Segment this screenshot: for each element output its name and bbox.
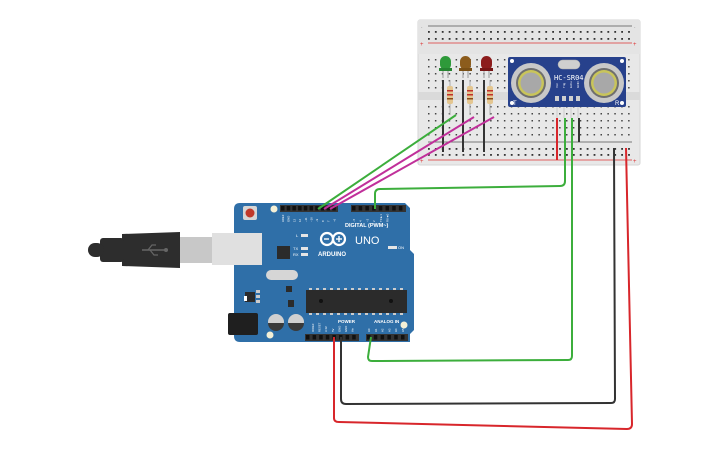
digital-pin-label: 7 — [327, 220, 331, 222]
mounting-hole — [270, 205, 278, 213]
digital-pin-label: AREF — [281, 214, 285, 222]
rail-minus-label: - — [421, 24, 423, 29]
wire-trig[interactable] — [374, 118, 566, 209]
analog-header — [366, 334, 408, 341]
rail-plus-label-bottom-right: + — [633, 159, 637, 165]
digital-pin-label: ~6 — [332, 218, 336, 222]
sensor-pin-trig-label: Trig — [562, 83, 566, 88]
wire-green-led-signal[interactable] — [317, 114, 457, 210]
sensor-t-mark: T — [513, 101, 517, 107]
wire-ground[interactable] — [340, 147, 617, 406]
digital-pin-label: GND — [287, 216, 291, 222]
analog-pin-label: A0 — [367, 328, 371, 332]
rx-led-label: RX — [293, 252, 299, 257]
sensor-pin-trig[interactable] — [562, 96, 566, 101]
wire-red-led-signal[interactable] — [329, 116, 495, 210]
digital-pin-label: 12 — [298, 218, 302, 222]
resistor-3[interactable] — [487, 80, 493, 115]
digital-header-right — [351, 205, 406, 212]
led-red[interactable] — [480, 56, 493, 78]
power-pin-label: IOREF — [311, 323, 315, 332]
rail-plus-label: + — [420, 42, 424, 48]
power-label: POWER — [338, 319, 356, 324]
analog-pin-label: A1 — [374, 328, 378, 332]
analog-pin-label: A3 — [387, 328, 391, 332]
digital-header-left — [280, 205, 338, 212]
digital-pin-label: ~3 — [365, 218, 369, 222]
wire-5v[interactable] — [333, 147, 634, 431]
power-pin-label: RESET — [318, 322, 322, 332]
power-pin-label: 5V — [331, 328, 335, 332]
analog-pin-label: A5 — [401, 328, 405, 332]
led-yellow[interactable] — [459, 56, 472, 78]
digital-pin-label: TX►1 — [379, 214, 383, 222]
usb-plug-metal — [180, 237, 212, 263]
power-pin-label: 3.3V — [324, 326, 328, 332]
rail-minus-label-right: - — [634, 24, 636, 29]
on-led — [388, 246, 397, 249]
on-led-label: ON — [398, 245, 404, 250]
digital-pin-label: 8 — [321, 220, 325, 222]
wire-yellow-led-signal[interactable] — [323, 116, 475, 210]
sensor-pin-gnd[interactable] — [576, 96, 580, 101]
power-pin-label: Vin — [351, 328, 355, 332]
digital-pin-label: ~10 — [310, 217, 314, 222]
rail-plus-label-bottom: + — [420, 159, 424, 165]
rail-plus-label-right: + — [633, 42, 637, 48]
digital-label: DIGITAL (PWM~) — [345, 223, 389, 229]
tx-led — [301, 247, 308, 250]
voltage-regulator — [245, 292, 255, 302]
sensor-pin-echo[interactable] — [569, 96, 573, 101]
atmega-chip — [306, 290, 407, 313]
digital-pin-label: 4 — [359, 220, 363, 222]
mounting-hole — [266, 331, 274, 339]
digital-pin-label: RX◄0 — [386, 213, 390, 222]
power-header — [305, 334, 359, 341]
resistor-1[interactable] — [447, 80, 453, 115]
resistor-2[interactable] — [467, 80, 473, 115]
power-pin-label: GND — [344, 326, 348, 332]
sensor-name: HC-SR04 — [554, 74, 584, 82]
arduino-brand: ARDUINO — [318, 252, 346, 258]
analog-label: ANALOG IN — [374, 319, 399, 324]
arduino-model: UNO — [355, 235, 380, 247]
led-green[interactable] — [439, 56, 452, 78]
digital-pin-label: 13 — [292, 218, 296, 222]
crystal-oscillator — [266, 270, 298, 280]
usb-b-port — [212, 233, 262, 265]
sensor-pin-gnd-label: GND — [576, 81, 580, 89]
usb-icon — [142, 244, 168, 256]
sensor-pin-vcc-label: Vcc — [555, 82, 559, 88]
digital-pin-label: 2 — [372, 220, 376, 222]
rx-led — [301, 253, 308, 256]
l-led — [301, 234, 308, 237]
ultrasonic-sensor[interactable]: HC-SR04 T R Vcc Trig Echo GND — [508, 57, 626, 107]
wire-echo[interactable] — [366, 118, 573, 363]
mounting-hole — [400, 321, 408, 329]
tx-led-label: TX — [293, 246, 298, 251]
sensor-crystal — [557, 59, 581, 70]
usb-cable[interactable] — [88, 232, 212, 268]
top-rail-holes — [428, 31, 630, 40]
analog-pin-label: A2 — [381, 328, 385, 332]
dc-power-jack — [228, 313, 258, 335]
arduino-logo-icon — [319, 231, 347, 247]
sensor-pin-echo-label: Echo — [569, 81, 573, 88]
sensor-pin-vcc[interactable] — [555, 96, 559, 101]
digital-pin-label: ~5 — [352, 218, 356, 222]
usb-chip — [277, 246, 290, 259]
sensor-r-mark: R — [615, 101, 620, 107]
digital-pin-label: ~9 — [315, 218, 319, 222]
power-pin-label: GND — [337, 326, 341, 332]
analog-pin-label: A4 — [394, 328, 398, 332]
digital-pin-label: ~11 — [304, 217, 308, 222]
l-led-label: L — [296, 233, 299, 238]
